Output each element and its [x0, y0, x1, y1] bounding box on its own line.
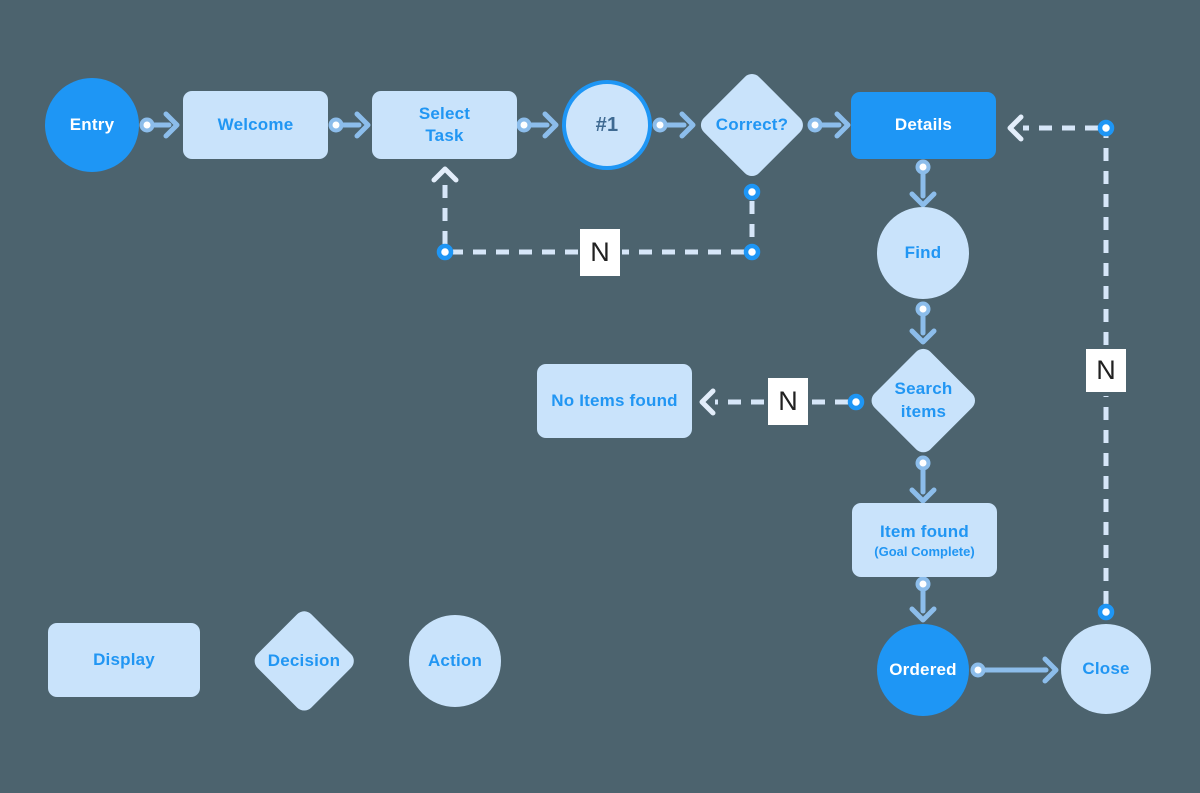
node-no-items-found-label: No Items found — [551, 390, 678, 410]
dashed-loop-correct-no-to-select-task — [431, 166, 761, 261]
node-correct-decision[interactable]: Correct? — [697, 70, 807, 180]
node-welcome[interactable]: Welcome — [183, 91, 328, 159]
legend-action-shape[interactable]: Action — [409, 615, 501, 707]
node-no-items-found[interactable]: No Items found — [537, 364, 692, 438]
node-correct-label: Correct? — [715, 114, 789, 134]
edge-label-search-no: N — [768, 378, 808, 425]
node-ordered[interactable]: Ordered — [877, 624, 969, 716]
node-step-1[interactable]: #1 — [562, 80, 652, 170]
arrow-welcome-to-select-task — [328, 111, 371, 139]
node-search-items-label: Search items — [894, 379, 953, 421]
node-select-task[interactable]: Select Task — [372, 91, 517, 159]
node-item-found-label: Item found — [880, 521, 969, 541]
arrow-select-task-to-step1 — [516, 111, 559, 139]
arrow-find-to-search-items — [909, 301, 937, 345]
arrow-step1-to-correct — [652, 111, 696, 139]
dashed-loop-search-no-to-no-items-found — [699, 388, 865, 416]
node-welcome-label: Welcome — [217, 114, 294, 134]
node-close[interactable]: Close — [1061, 624, 1151, 714]
node-entry-label: Entry — [69, 114, 115, 134]
node-select-task-label: Select Task — [418, 103, 471, 145]
node-ordered-label: Ordered — [889, 659, 957, 679]
node-find-label: Find — [904, 242, 942, 262]
node-step-1-label: #1 — [595, 114, 619, 136]
arrow-item-found-to-ordered — [909, 576, 937, 623]
edge-label-correct-no: N — [580, 229, 620, 276]
arrow-ordered-to-close — [970, 656, 1059, 684]
arrow-search-items-to-item-found — [909, 455, 937, 504]
arrow-entry-to-welcome — [139, 111, 180, 139]
legend-action-label: Action — [427, 650, 483, 670]
legend-display-shape[interactable]: Display — [48, 623, 200, 697]
node-details[interactable]: Details — [851, 92, 996, 159]
arrow-details-to-find — [909, 159, 937, 208]
arrow-correct-to-details — [807, 111, 851, 139]
node-entry[interactable]: Entry — [45, 78, 139, 172]
node-item-found-sublabel: (Goal Complete) — [874, 544, 975, 560]
legend-display-label: Display — [93, 649, 155, 669]
node-find[interactable]: Find — [877, 207, 969, 299]
dashed-loop-close-no-to-details — [1007, 114, 1115, 621]
node-details-label: Details — [894, 115, 953, 135]
node-search-items-decision[interactable]: Search items — [868, 345, 979, 456]
node-close-label: Close — [1082, 658, 1130, 678]
legend-decision-label: Decision — [267, 650, 341, 670]
edge-label-close-no: N — [1086, 349, 1126, 392]
legend-decision-shape[interactable]: Decision — [250, 607, 358, 715]
node-item-found[interactable]: Item found (Goal Complete) — [852, 503, 997, 577]
